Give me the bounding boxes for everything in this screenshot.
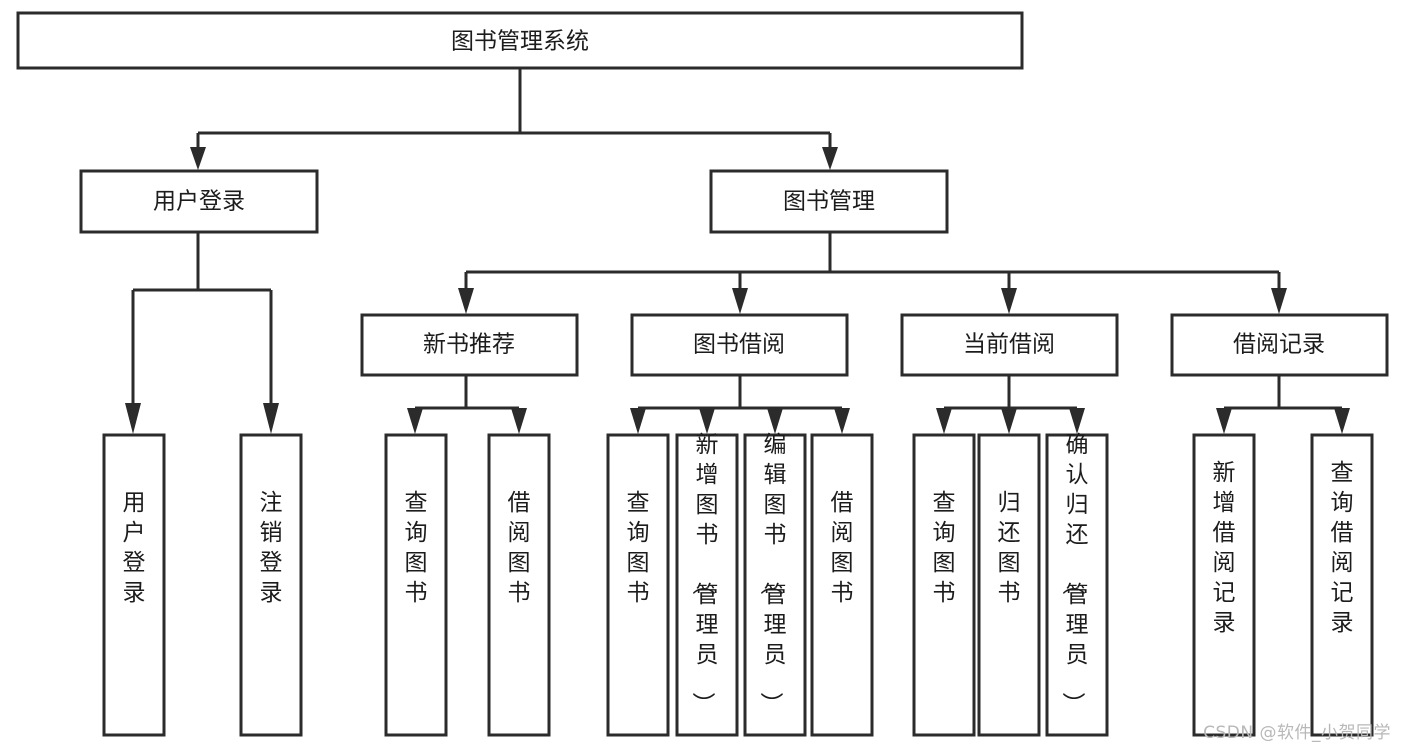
leaf-query-book-borrow[interactable]: 查询图书 [606,433,670,737]
leaf-edit-book-admin[interactable]: 编辑图书（管理员） [743,432,807,737]
leaf-user-login[interactable]: 用户登录 [102,433,166,737]
node-new-book-recommend[interactable]: 新书推荐 [360,313,579,377]
leaf-query-book-borrow-label: 查询图书 [627,490,650,606]
leaf-edit-book-admin-label: 编辑图书（管理员） [758,432,787,715]
node-user-login-box[interactable] [79,169,319,234]
leaf-borrow-book-new-box[interactable] [487,433,551,737]
leaf-edit-book-admin-box[interactable] [743,433,807,737]
leaf-add-book-admin-label: 新增图书（管理员） [690,432,719,715]
node-root-box[interactable] [16,11,1024,70]
arrow-to-new-book [458,288,474,314]
arrow-to-leaf-confirm-return [1069,408,1085,434]
node-current-borrow-label: 当前借阅 [963,332,1055,358]
connectors-root-to-level2 [190,68,838,170]
arrow-to-leaf-logout [263,403,279,434]
connectors-new-book-to-leaves [407,375,527,434]
node-current-borrow-box[interactable] [900,313,1119,377]
arrow-to-book-borrow [732,288,748,314]
node-new-book-recommend-label: 新书推荐 [423,332,515,358]
leaf-logout-box[interactable] [239,433,303,737]
leaf-query-borrow-record-box[interactable] [1310,433,1374,737]
leaf-add-book-admin[interactable]: 新增图书（管理员） [675,432,739,737]
connectors-book-borrow-to-leaves [630,375,850,434]
connectors-book-mgmt-to-level3 [458,232,1287,314]
leaf-user-login-box[interactable] [102,433,166,737]
leaf-query-book-current-label: 查询图书 [933,490,956,606]
arrow-to-leaf-query-book-2 [630,408,646,434]
node-book-management[interactable]: 图书管理 [709,169,949,234]
arrow-to-leaf-borrow-book-2 [834,408,850,434]
leaf-borrow-book-borrow-label: 借阅图书 [831,490,854,606]
leaf-return-book[interactable]: 归还图书 [977,433,1041,737]
leaf-logout[interactable]: 注销登录 [239,433,303,737]
leaf-confirm-return-admin-label: 确认归还（管理员） [1060,432,1089,715]
leaf-borrow-book-new-label: 借阅图书 [508,490,531,606]
arrow-to-leaf-add-record [1216,408,1232,434]
leaf-logout-label: 注销登录 [260,490,283,606]
leaf-query-borrow-record-label: 查询借阅记录 [1331,460,1354,636]
leaf-confirm-return-admin-box[interactable] [1045,433,1109,737]
node-book-management-label: 图书管理 [783,189,875,215]
leaf-query-book-current[interactable]: 查询图书 [912,433,976,737]
connectors-borrow-record-to-leaves [1216,375,1350,434]
leaf-return-book-label: 归还图书 [998,490,1021,606]
leaf-query-book-new[interactable]: 查询图书 [384,433,448,737]
arrow-to-current-borrow [1001,288,1017,314]
node-borrow-record[interactable]: 借阅记录 [1170,313,1389,377]
node-book-borrow-label: 图书借阅 [693,332,785,358]
leaf-query-book-current-box[interactable] [912,433,976,737]
csdn-watermark: CSDN @软件_小贺同学 [1203,723,1391,743]
leaf-borrow-book-borrow-box[interactable] [810,433,874,737]
node-book-borrow-box[interactable] [630,313,849,377]
leaf-query-book-borrow-box[interactable] [606,433,670,737]
arrow-to-leaf-query-book-3 [936,408,952,434]
arrow-to-user-login [190,147,206,170]
node-borrow-record-label: 借阅记录 [1233,332,1325,358]
arrow-to-leaf-query-book-1 [407,408,423,434]
arrow-to-leaf-borrow-book-1 [511,408,527,434]
arrow-to-leaf-query-record [1334,408,1350,434]
node-new-book-recommend-box[interactable] [360,313,579,377]
node-user-login-label: 用户登录 [153,189,245,215]
arrow-to-book-mgmt [822,147,838,170]
node-root[interactable]: 图书管理系统 [16,11,1024,70]
node-book-borrow[interactable]: 图书借阅 [630,313,849,377]
leaf-return-book-box[interactable] [977,433,1041,737]
arrow-to-leaf-user-login [125,403,141,434]
leaf-add-borrow-record-box[interactable] [1192,433,1256,737]
node-user-login[interactable]: 用户登录 [79,169,319,234]
node-book-management-box[interactable] [709,169,949,234]
leaf-add-book-admin-box[interactable] [675,433,739,737]
leaf-add-borrow-record-label: 新增借阅记录 [1213,460,1236,636]
connectors-current-borrow-to-leaves [936,375,1085,434]
arrow-to-borrow-record [1271,288,1287,314]
node-current-borrow[interactable]: 当前借阅 [900,313,1119,377]
leaf-user-login-label: 用户登录 [123,490,146,606]
leaf-add-borrow-record[interactable]: 新增借阅记录 [1192,433,1256,737]
arrow-to-leaf-add-book [699,408,715,434]
node-borrow-record-box[interactable] [1170,313,1389,377]
connectors-user-login-to-leaves [125,232,279,434]
leaf-borrow-book-borrow[interactable]: 借阅图书 [810,433,874,737]
arrow-to-leaf-edit-book [767,408,783,434]
arrow-to-leaf-return-book [1001,408,1017,434]
leaf-query-book-new-label: 查询图书 [405,490,428,606]
node-root-label: 图书管理系统 [451,29,589,55]
leaf-query-borrow-record[interactable]: 查询借阅记录 [1310,433,1374,737]
leaf-confirm-return-admin[interactable]: 确认归还（管理员） [1045,432,1109,737]
leaf-query-book-new-box[interactable] [384,433,448,737]
leaf-borrow-book-new[interactable]: 借阅图书 [487,433,551,737]
